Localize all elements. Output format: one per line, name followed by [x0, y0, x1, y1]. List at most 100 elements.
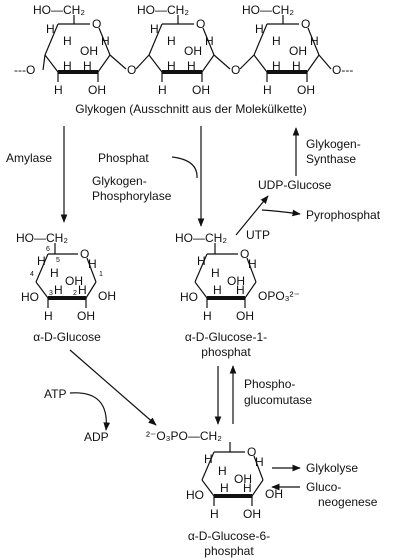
glucose-name: α-D-Glucose [33, 330, 101, 344]
glc-ho-c4: HO [21, 290, 39, 304]
ring1-h-c1: H [101, 34, 110, 48]
glc-num-4: 4 [30, 271, 34, 278]
glc-num-3: 3 [49, 290, 53, 297]
synthase-label-1: Glykogen- [306, 137, 361, 151]
glc-o: O [80, 247, 89, 261]
ring2-hoch2: HO—CH₂ [137, 3, 189, 17]
chain-right-link: O--- [332, 63, 353, 77]
ring2-h-c3: H [167, 59, 176, 73]
phosphate-in-arrow [171, 156, 198, 179]
mutase-label-2: glucomutase [244, 393, 312, 407]
g1p-ho-c4: HO [180, 290, 198, 304]
g1p-h-c2: H [236, 283, 245, 297]
glc-h-c4: H [50, 266, 59, 280]
g6p-oh-c3: OH [234, 472, 252, 486]
glucose-6-phosphate-structure: ²⁻O₃PO—CH₂ O H H OH H HO H H OH H OH [146, 429, 283, 521]
g6p-h-bottom: H [210, 507, 219, 521]
ring1-h-c2: H [83, 59, 92, 73]
g1p-name-1: α-D-Glucose-1- [185, 330, 267, 344]
g1p-opo3: OPO₃²⁻ [258, 289, 300, 303]
chain-left-link: ---O [14, 63, 35, 77]
glucose-to-g6p-arrow [69, 349, 157, 426]
glc-num-2: 2 [73, 290, 77, 297]
glucose-1-phosphate-structure: HO—CH₂ O H H OH H HO H H OPO₃²⁻ H OH [175, 231, 300, 323]
ring2-h-c1: H [205, 34, 214, 48]
glc-h-c3: H [54, 283, 63, 297]
g1p-h-bottom: H [203, 309, 212, 323]
atp-adp-arrow [69, 392, 111, 431]
glc-oh-c1: OH [98, 289, 116, 303]
g1p-oh-bottom: OH [236, 309, 254, 323]
g1p-hoch2: HO—CH₂ [175, 231, 227, 245]
glycogen-ring-1: HO—CH₂ O H H OH H H H H OH [33, 3, 111, 97]
ring3-h-c5: H [255, 22, 264, 36]
utp-label: UTP [246, 228, 270, 242]
g1p-oh-c3: OH [227, 274, 245, 288]
g6p-oh-bottom: OH [243, 507, 261, 521]
g6p-h-c4: H [218, 464, 227, 478]
ring3-h-bottom: H [263, 83, 272, 97]
ring3-h-c2: H [292, 59, 301, 73]
chain-link-1: O [127, 63, 136, 77]
gluco-label-1: Gluco- [306, 480, 341, 494]
g1p-h-c1: H [248, 257, 257, 271]
ring2-h-bottom: H [158, 83, 167, 97]
ring3-oh-bottom: OH [297, 83, 315, 97]
phosphorylase-label-1: Glykogen- [92, 174, 147, 188]
glycogen-ring-3: HO—CH₂ O H H OH H H H H OH [242, 3, 320, 97]
ring1-h-bottom: H [54, 83, 63, 97]
pyrophosphate-out-arrow [261, 209, 301, 217]
glc-h-c2: H [78, 283, 87, 297]
pyrophosphat-label: Pyrophosphat [306, 208, 381, 222]
ring2-o: O [196, 17, 205, 31]
glc-num-5: 5 [56, 257, 60, 264]
phosphorylase-label-2: Phosphorylase [92, 189, 172, 203]
g6p-h-c1: H [255, 455, 264, 469]
g1p-o: O [240, 247, 249, 261]
g1p-h-c4: H [211, 266, 220, 280]
ring1-o: O [92, 17, 101, 31]
glycogen-ring-2: HO—CH₂ O H H OH H H H H OH [137, 3, 215, 97]
udp-glucose-label: UDP-Glucose [258, 178, 332, 192]
ring3-h-c4: H [272, 34, 281, 48]
g6p-ho-c4: HO [186, 488, 204, 502]
ring1-h-c3: H [63, 59, 72, 73]
ring3-h-c1: H [310, 34, 319, 48]
glc-h-bottom: H [44, 309, 53, 323]
glc-h-c1: H [88, 257, 97, 271]
glycogen-title: Glykogen (Ausschnitt aus der Molekülkett… [75, 102, 306, 116]
g6p-h-c2: H [243, 481, 252, 495]
glc-h-c5: H [37, 254, 46, 268]
g1p-to-udp-arrow [235, 195, 269, 236]
ring2-oh-c3: OH [184, 44, 202, 58]
glc-hoch2: HO—CH₂ [16, 231, 68, 245]
ring1-h-c4: H [63, 34, 72, 48]
ring2-h-c2: H [187, 59, 196, 73]
phosphat-label: Phosphat [98, 151, 149, 165]
g1p-h-c3: H [213, 283, 222, 297]
ring1-hoch2: HO—CH₂ [33, 3, 85, 17]
ring1-oh-bottom: OH [88, 83, 106, 97]
adp-label: ADP [84, 430, 109, 444]
glc-num-1: 1 [99, 271, 103, 278]
mutase-label-1: Phospho- [244, 377, 295, 391]
g6p-o: O [247, 445, 256, 459]
ring3-hoch2: HO—CH₂ [242, 3, 294, 17]
gluco-label-2: neogenese [318, 495, 378, 509]
g1p-h-c5: H [197, 254, 206, 268]
atp-label: ATP [44, 387, 66, 401]
amylase-label: Amylase [6, 151, 52, 165]
g6p-h-c5: H [204, 452, 213, 466]
glc-num-6: 6 [46, 246, 50, 253]
glc-oh-c3: OH [65, 274, 83, 288]
glc-oh-bottom: OH [77, 309, 95, 323]
ring1-h-c5: H [46, 22, 55, 36]
ring2-h-c5: H [150, 22, 159, 36]
ring3-h-c3: H [272, 59, 281, 73]
g6p-h-c3: H [220, 481, 229, 495]
glykolyse-label: Glykolyse [306, 461, 358, 475]
synthase-label-2: Synthase [306, 152, 356, 166]
g6p-phosphate-ch2: ²⁻O₃PO—CH₂ [146, 429, 222, 443]
glycogen-chain: HO—CH₂ O H H OH H H H H OH HO—CH₂ O [14, 3, 353, 116]
